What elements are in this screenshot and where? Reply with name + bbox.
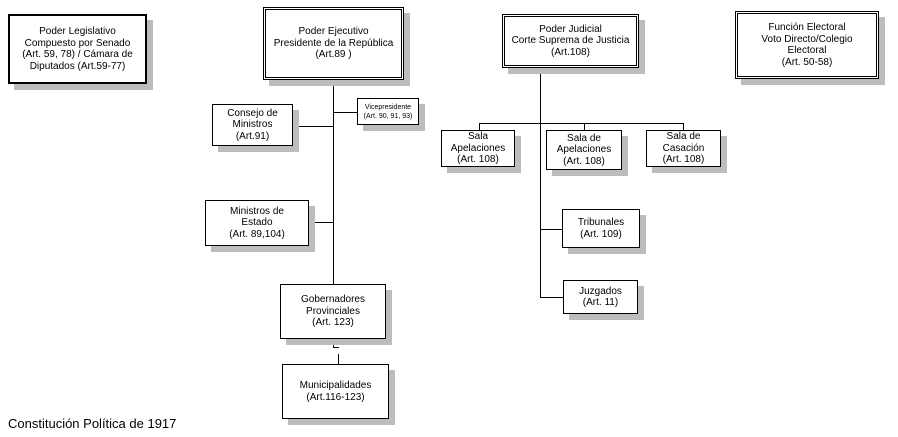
connector-ministros [309,222,334,223]
node-label: Municipalidades (Art.116-123) [299,380,372,403]
node-label: Poder Ejecutivo Presidente de la Repúbli… [273,26,394,61]
connector-sala3 [683,123,684,130]
node-juzgados: Juzgados (Art. 11) [563,280,638,314]
connector-ejecutivo-trunk [333,80,334,284]
connector-sala1 [479,123,480,130]
node-poder-legislativo: Poder Legislativo Compuesto por Senado (… [8,14,147,84]
connector-juzgados [540,297,563,298]
node-funcion-electoral: Función Electoral Voto Directo/Colegio E… [735,11,879,79]
node-label: Vicepresidente (Art. 90, 91, 93) [363,103,413,120]
node-label: Poder Judicial Corte Suprema de Justicia… [511,23,630,58]
connector-judicial-trunk [540,68,541,297]
node-label: Gobernadores Provinciales (Art. 123) [301,294,365,329]
node-ministros-estado: Ministros de Estado (Art. 89,104) [205,200,309,246]
node-poder-judicial: Poder Judicial Corte Suprema de Justicia… [502,14,639,68]
node-poder-ejecutivo: Poder Ejecutivo Presidente de la Repúbli… [263,7,404,80]
node-label: Consejo de Ministros (Art.91) [227,107,278,142]
node-label: Sala de Casación (Art. 108) [662,131,705,166]
connector-sala2 [584,123,585,130]
node-municipalidades: Municipalidades (Art.116-123) [282,364,389,419]
node-label: Sala Apelaciones (Art. 108) [450,131,506,166]
connector-municipal-dash3 [338,354,339,364]
connector-vicepresidente [333,112,357,113]
node-label: Ministros de Estado (Art. 89,104) [229,205,285,240]
connector-tribunales [540,229,562,230]
node-label: Poder Legislativo Compuesto por Senado (… [22,26,133,72]
connector-salas-bar [479,123,683,124]
connector-consejo [293,126,334,127]
node-sala-apelaciones-2: Sala de Apelaciones (Art. 108) [546,130,622,170]
node-label: Tribunales (Art. 109) [577,217,625,240]
node-label: Juzgados (Art. 11) [579,285,622,309]
diagram-caption: Constitución Política de 1917 [8,416,177,431]
node-sala-casacion: Sala de Casación (Art. 108) [646,130,721,167]
connector-municipal-dash2 [333,347,339,348]
node-consejo-ministros: Consejo de Ministros (Art.91) [212,104,293,146]
node-label: Sala de Apelaciones (Art. 108) [556,132,612,167]
node-label: Función Electoral Voto Directo/Colegio E… [761,22,853,68]
node-gobernadores-provinciales: Gobernadores Provinciales (Art. 123) [280,284,386,339]
node-tribunales: Tribunales (Art. 109) [562,209,640,248]
node-vicepresidente: Vicepresidente (Art. 90, 91, 93) [357,98,419,125]
node-sala-apelaciones-1: Sala Apelaciones (Art. 108) [441,130,515,167]
connector-municipal-dash1 [333,339,334,347]
